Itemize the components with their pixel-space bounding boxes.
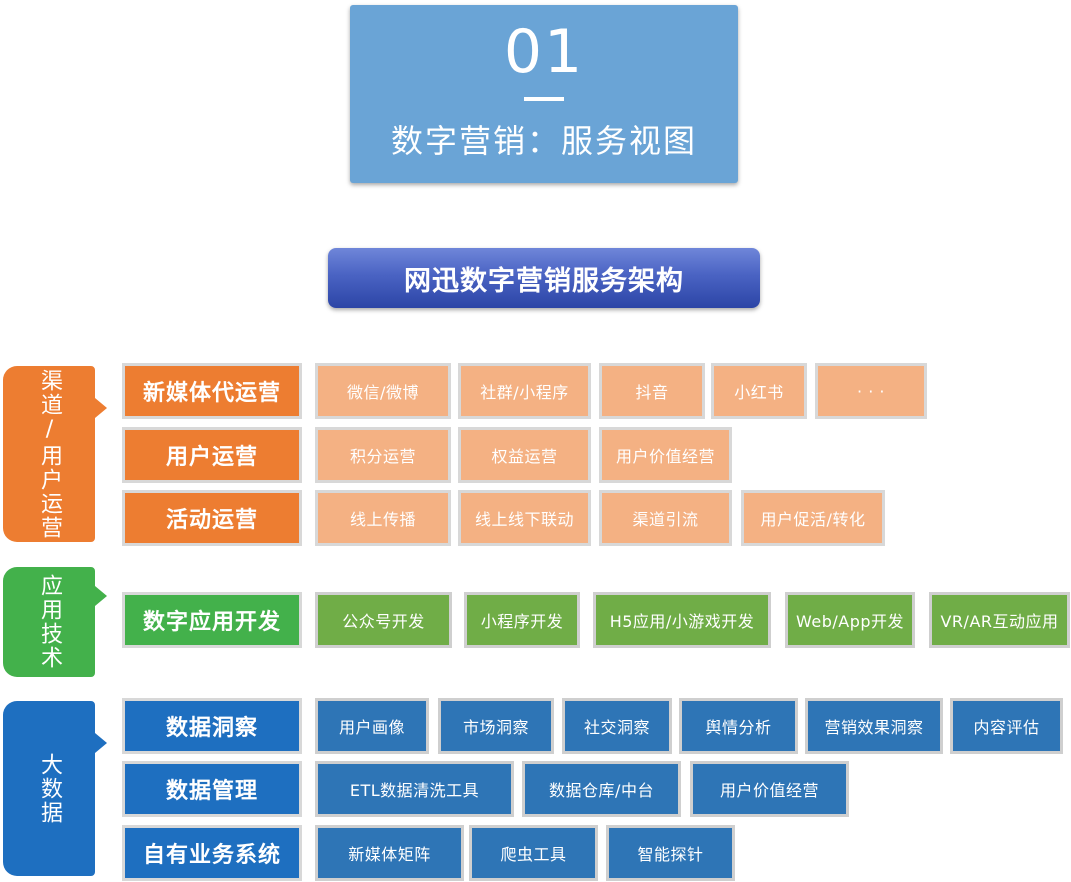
section-number: 01: [503, 17, 585, 87]
item-data-warehouse: 数据仓库/中台: [522, 761, 681, 817]
item-official-account-dev: 公众号开发: [315, 592, 452, 648]
category-arrow: [95, 733, 107, 753]
row-label-own-systems: 自有业务系统: [122, 825, 302, 881]
item-community-miniprogram: 社群/小程序: [458, 363, 591, 419]
item-more: · · ·: [815, 363, 927, 419]
item-channel-traffic: 渠道引流: [599, 490, 732, 546]
item-marketing-effect: 营销效果洞察: [805, 698, 943, 754]
item-h5-game-dev: H5应用/小游戏开发: [593, 592, 771, 648]
row-label-digital-app-dev: 数字应用开发: [122, 592, 302, 648]
category-arrow: [95, 586, 107, 606]
row-label-activity-ops: 活动运营: [122, 490, 302, 546]
row-label-data-management: 数据管理: [122, 761, 302, 817]
item-online-offline: 线上线下联动: [458, 490, 591, 546]
section-header-card: 01 数字营销：服务视图: [350, 5, 738, 183]
item-xiaohongshu: 小红书: [711, 363, 807, 419]
item-wechat-weibo: 微信/微博: [315, 363, 451, 419]
row-label-data-insight: 数据洞察: [122, 698, 302, 754]
item-social-insight: 社交洞察: [562, 698, 672, 754]
item-market-insight: 市场洞察: [438, 698, 554, 754]
item-douyin: 抖音: [599, 363, 705, 419]
item-online-promo: 线上传播: [315, 490, 451, 546]
category-channel-user-ops: 渠道/用户运营: [3, 366, 95, 542]
row-label-user-ops: 用户运营: [122, 427, 302, 483]
item-public-opinion: 舆情分析: [679, 698, 798, 754]
item-user-value-mgmt: 用户价值经营: [690, 761, 849, 817]
section-title: 数字营销：服务视图: [390, 122, 697, 160]
item-vr-ar-app: VR/AR互动应用: [929, 592, 1070, 648]
item-smart-probe: 智能探针: [606, 825, 735, 881]
item-points-ops: 积分运营: [315, 427, 451, 483]
category-arrow: [95, 398, 107, 418]
category-app-tech: 应用技术: [3, 567, 95, 677]
item-web-app-dev: Web/App开发: [785, 592, 915, 648]
item-user-activation: 用户促活/转化: [741, 490, 885, 546]
row-label-new-media-ops: 新媒体代运营: [122, 363, 302, 419]
item-benefits-ops: 权益运营: [458, 427, 591, 483]
item-content-eval: 内容评估: [950, 698, 1063, 754]
category-big-data: 大数据: [3, 701, 95, 876]
architecture-banner: 网迅数字营销服务架构: [328, 248, 760, 308]
item-user-value: 用户价值经营: [599, 427, 732, 483]
item-etl-tool: ETL数据清洗工具: [315, 761, 514, 817]
header-divider: [524, 97, 564, 101]
item-miniprogram-dev: 小程序开发: [464, 592, 580, 648]
item-user-profile: 用户画像: [315, 698, 429, 754]
item-crawler-tool: 爬虫工具: [469, 825, 598, 881]
item-media-matrix: 新媒体矩阵: [315, 825, 464, 881]
